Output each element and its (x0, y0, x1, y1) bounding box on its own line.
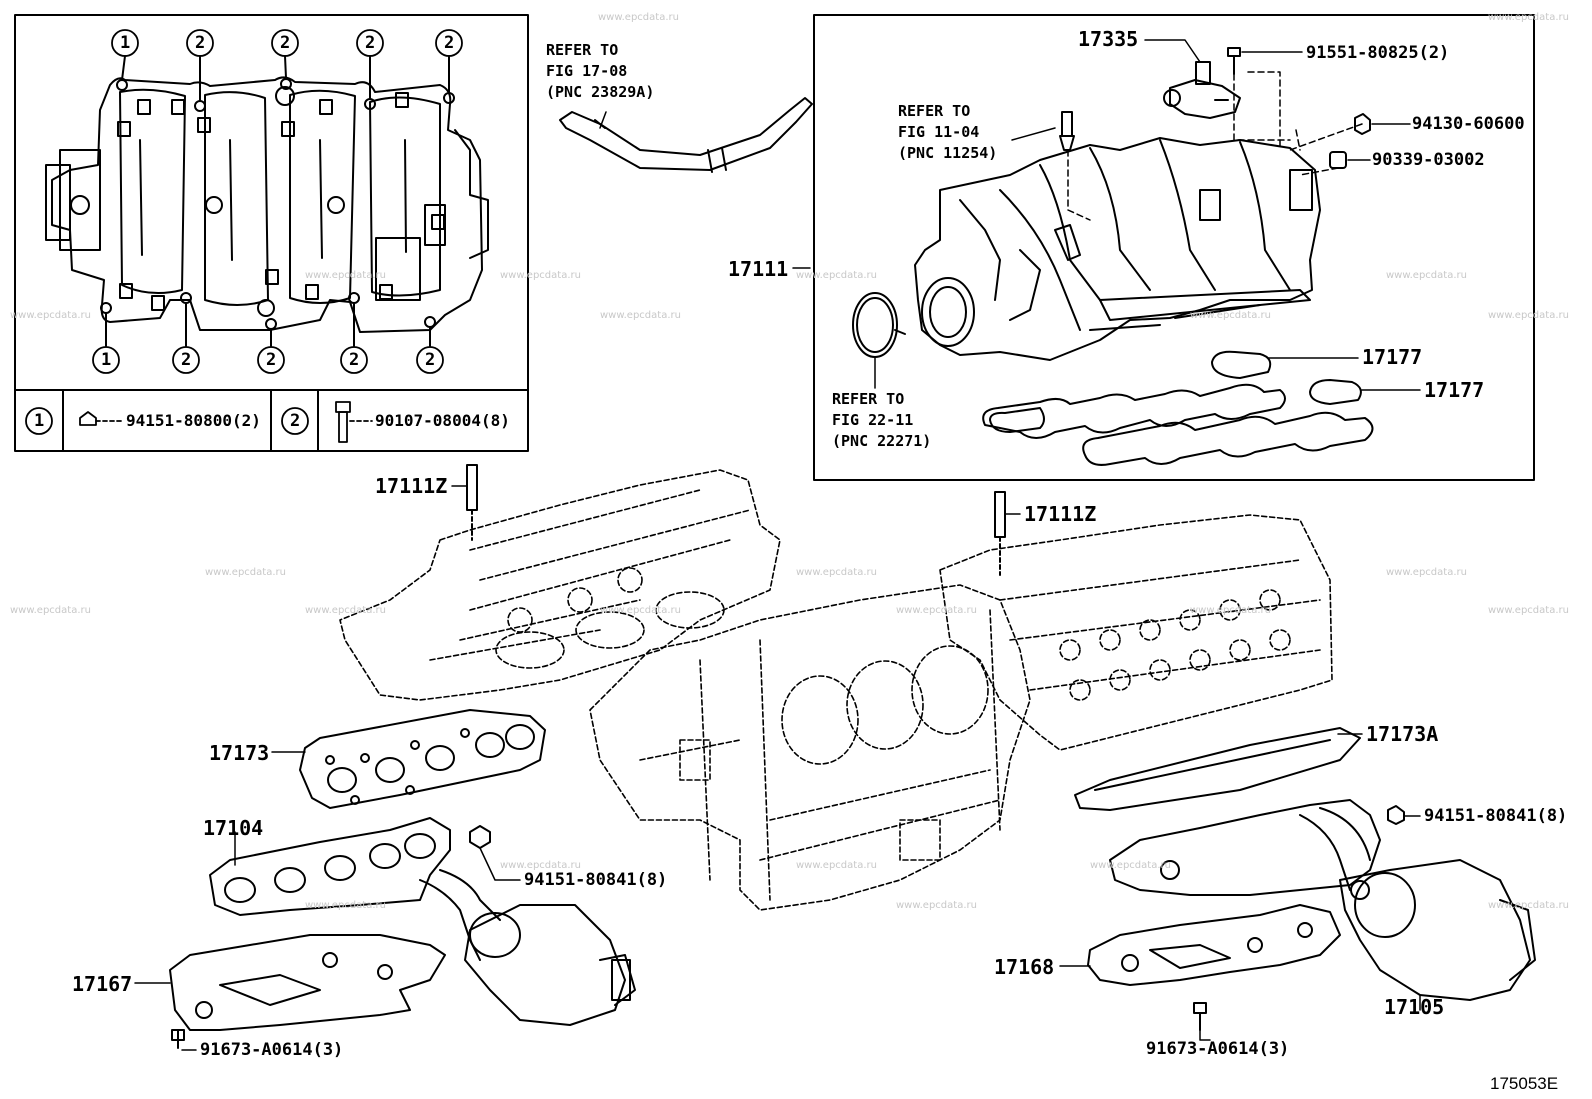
watermark: www.epcdata.ru (305, 270, 386, 281)
exhaust-gasket-left (299, 709, 546, 809)
watermark: www.epcdata.ru (1488, 900, 1569, 911)
part-90339-03002[interactable]: 90339-03002 (1372, 150, 1485, 170)
left-cylinder-head-dashed (339, 469, 781, 701)
callout-top-4: 2 (365, 33, 376, 53)
callout-bottom-1: 1 (101, 350, 112, 370)
callout-top-1: 1 (120, 33, 131, 53)
watermark: www.epcdata.ru (305, 605, 386, 616)
legend-key-2: 2 (290, 411, 301, 431)
watermark: www.epcdata.ru (896, 900, 977, 911)
watermark: www.epcdata.ru (1190, 310, 1271, 321)
legend-fasteners (79, 401, 373, 443)
nut-94151-left (469, 825, 491, 849)
part-17111[interactable]: 17111 (728, 257, 789, 281)
engine-block-dashed (589, 584, 1031, 911)
callout-top-5: 2 (444, 33, 455, 53)
watermark: www.epcdata.ru (10, 310, 91, 321)
watermark: www.epcdata.ru (600, 310, 681, 321)
callout-bottom-4: 2 (349, 350, 360, 370)
small-fasteners-manifold (1059, 47, 1371, 169)
part-94130-60600[interactable]: 94130-60600 (1412, 114, 1525, 134)
refer-note-gasket: REFER TO FIG 22-11 (PNC 22271) (832, 390, 932, 450)
part-17168[interactable]: 17168 (994, 955, 1055, 979)
legend-key-1: 1 (34, 411, 45, 431)
manifold-topview-drawing (45, 55, 489, 347)
part-17177-upper[interactable]: 17177 (1362, 345, 1423, 369)
watermark: www.epcdata.ru (10, 605, 91, 616)
part-94151-80841-right[interactable]: 94151-80841(8) (1424, 806, 1568, 826)
legend-part-1: 94151-80800(2) (126, 411, 261, 430)
watermark: www.epcdata.ru (796, 567, 877, 578)
breather-hose (559, 97, 813, 173)
exhaust-manifold-right (1109, 799, 1536, 1001)
part-17105[interactable]: 17105 (1384, 995, 1445, 1019)
watermark: www.epcdata.ru (205, 567, 286, 578)
callout-bottom-2: 2 (181, 350, 192, 370)
watermark: www.epcdata.ru (796, 270, 877, 281)
watermark: www.epcdata.ru (1190, 605, 1271, 616)
callout-top-3: 2 (280, 33, 291, 53)
watermark: www.epcdata.ru (500, 860, 581, 871)
intake-manifold-drawing (914, 137, 1321, 361)
callout-circles (25, 29, 463, 435)
part-91673-a0614-right[interactable]: 91673-A0614(3) (1146, 1039, 1290, 1059)
heat-shield-right (1087, 805, 1405, 1031)
inset-manifold-topview-frame (14, 14, 529, 452)
watermark: www.epcdata.ru (1090, 860, 1171, 871)
callout-bottom-3: 2 (266, 350, 277, 370)
part-17104[interactable]: 17104 (203, 816, 264, 840)
exhaust-manifold-left (209, 817, 636, 1026)
watermark: www.epcdata.ru (598, 12, 679, 23)
part-17173[interactable]: 17173 (209, 741, 270, 765)
watermark: www.epcdata.ru (1488, 605, 1569, 616)
throttle-gasket (852, 292, 906, 358)
right-cylinder-head-dashed (939, 514, 1333, 751)
manifold-gaskets (982, 350, 1374, 466)
part-17111z-left[interactable]: 17111Z (375, 474, 448, 498)
part-91551-80825[interactable]: 91551-80825(2) (1306, 43, 1450, 63)
watermark: www.epcdata.ru (500, 270, 581, 281)
watermark: www.epcdata.ru (1386, 567, 1467, 578)
part-91673-a0614-left[interactable]: 91673-A0614(3) (200, 1040, 344, 1060)
stud-17111z-right (994, 491, 1006, 576)
watermark: www.epcdata.ru (1386, 270, 1467, 281)
throttle-position-sensor (1163, 61, 1241, 119)
inset-manifold-assembly-frame (813, 14, 1535, 481)
refer-note-sensor: REFER TO FIG 11-04 (PNC 11254) (898, 102, 998, 162)
legend-part-2: 90107-08004(8) (375, 411, 510, 430)
refer-note-hose: REFER TO FIG 17-08 (PNC 23829A) (546, 41, 655, 101)
watermark: www.epcdata.ru (1488, 12, 1569, 23)
callout-bottom-5: 2 (425, 350, 436, 370)
exhaust-gasket-right (1074, 727, 1361, 811)
callout-top-2: 2 (195, 33, 206, 53)
part-17335[interactable]: 17335 (1078, 27, 1139, 51)
part-17167[interactable]: 17167 (72, 972, 133, 996)
heat-shield-left (169, 934, 446, 1049)
watermark: www.epcdata.ru (1488, 310, 1569, 321)
watermark: www.epcdata.ru (305, 900, 386, 911)
leader-lines (134, 39, 1421, 1051)
stud-17111z-left (466, 464, 478, 541)
watermark: www.epcdata.ru (600, 605, 681, 616)
watermark: www.epcdata.ru (896, 605, 977, 616)
part-17173a[interactable]: 17173A (1366, 722, 1439, 746)
part-17177-lower[interactable]: 17177 (1424, 378, 1485, 402)
part-94151-80841-left[interactable]: 94151-80841(8) (524, 870, 668, 890)
part-17111z-right[interactable]: 17111Z (1024, 502, 1097, 526)
assembly-dashed-lines (1067, 71, 1363, 221)
figure-code: 175053E (1490, 1074, 1559, 1093)
watermark: www.epcdata.ru (796, 860, 877, 871)
